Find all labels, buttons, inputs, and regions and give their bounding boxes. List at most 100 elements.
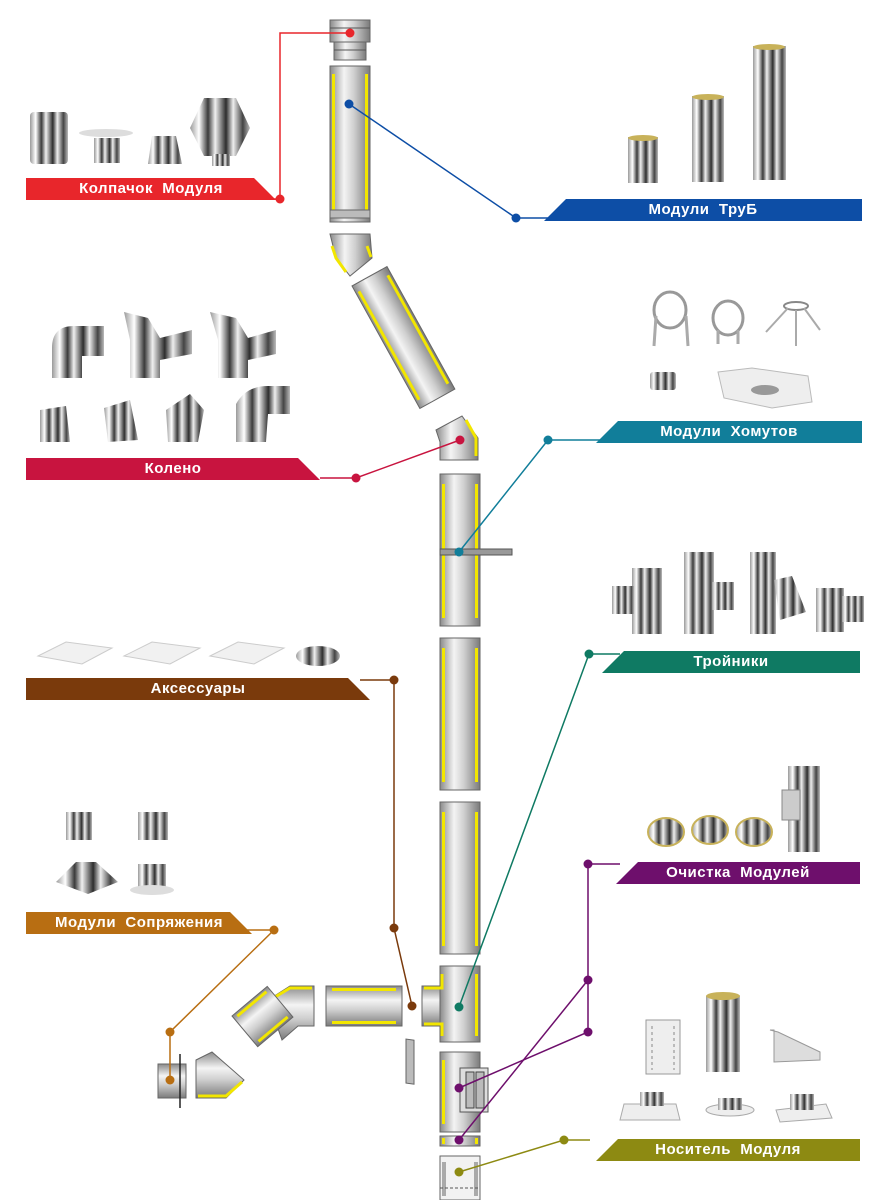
pipe-module-diagonal xyxy=(351,265,456,410)
products-elbow xyxy=(40,312,290,442)
product-thumb xyxy=(124,312,192,378)
products-tees xyxy=(612,552,864,634)
product-thumb xyxy=(619,1092,681,1121)
leader-adapters xyxy=(169,929,276,1080)
products-adapters xyxy=(56,812,174,895)
leader-cleaning xyxy=(458,863,620,1089)
product-thumb xyxy=(750,552,806,634)
banner-cleaning-label: Очистка Модулей xyxy=(666,864,810,881)
banner-accessories: Аксессуары xyxy=(26,678,370,700)
product-thumb xyxy=(210,312,276,378)
leader-dot-cap-label xyxy=(275,194,285,204)
product-thumb xyxy=(753,44,786,180)
banner-clamps: Модули Хомутов xyxy=(596,421,862,443)
banner-adapters: Модули Сопряжения xyxy=(26,912,252,934)
support-module xyxy=(439,1155,481,1200)
product-thumb xyxy=(781,766,820,852)
product-thumb xyxy=(138,812,168,840)
product-thumb xyxy=(104,400,138,442)
product-thumb xyxy=(190,98,250,166)
product-thumb xyxy=(765,301,821,346)
product-thumb xyxy=(691,815,729,845)
product-thumb xyxy=(130,864,174,895)
product-thumb xyxy=(769,1029,821,1063)
banner-elbow-label: Колено xyxy=(144,460,202,477)
tee-module xyxy=(421,965,481,1043)
product-thumb xyxy=(735,817,773,847)
product-thumb xyxy=(236,386,290,442)
product-thumb xyxy=(208,641,286,665)
pipe-module-middle-2 xyxy=(439,801,481,955)
banner-clamps-label: Модули Хомутов xyxy=(660,423,798,440)
product-thumb xyxy=(652,290,690,347)
leader-dot-adapters-label xyxy=(269,925,279,935)
leader-dot-tees-part xyxy=(454,1002,464,1012)
product-thumb xyxy=(647,817,685,847)
products-cap xyxy=(30,98,250,166)
banner-support-label: Носитель Модуля xyxy=(655,1141,801,1158)
products-accessories xyxy=(36,641,340,666)
leader-dot-accessories-part xyxy=(407,1001,417,1011)
product-thumb xyxy=(40,406,70,442)
product-thumb xyxy=(711,299,745,344)
leader-dot-cleaning-mid2 xyxy=(583,1027,593,1037)
banner-support: Носитель Модуля xyxy=(596,1139,860,1161)
banner-tees: Тройники xyxy=(602,651,860,673)
leader-elbow xyxy=(320,439,461,479)
leader-dot-support-label xyxy=(559,1135,569,1145)
leader-dot-tees-label xyxy=(584,649,594,659)
product-thumb xyxy=(148,136,182,164)
product-thumb xyxy=(692,94,724,182)
chimney-column xyxy=(157,19,513,1200)
leader-dot-accessories-mid xyxy=(389,923,399,933)
product-thumb xyxy=(705,1098,755,1117)
banner-pipes: Модули ТруБ xyxy=(544,199,862,221)
leader-dot-cleaning-part2 xyxy=(454,1135,464,1145)
leader-dot-cleaning-part1 xyxy=(454,1083,464,1093)
product-thumb xyxy=(650,372,676,390)
leader-dot-elbow-label xyxy=(351,473,361,483)
banner-tees-label: Тройники xyxy=(693,653,769,670)
leader-accessories xyxy=(360,679,413,1007)
elbow-upper xyxy=(329,233,373,277)
product-thumb xyxy=(684,552,734,634)
leader-tees xyxy=(458,653,620,1008)
banner-accessories-label: Аксессуары xyxy=(150,680,246,697)
leader-dot-elbow-part xyxy=(455,435,465,445)
product-thumb xyxy=(775,1094,833,1123)
products-support xyxy=(619,992,833,1123)
product-thumb xyxy=(36,641,114,665)
product-thumb xyxy=(66,812,92,840)
leader-dot-clamps-label xyxy=(543,435,553,445)
pipe-module-top xyxy=(329,65,371,223)
products-clamps xyxy=(650,290,821,409)
product-thumb xyxy=(296,646,340,666)
leader-dot-cap-part xyxy=(345,28,355,38)
product-thumb xyxy=(122,641,202,665)
chimney-cap xyxy=(329,19,371,61)
product-thumb xyxy=(612,568,662,634)
banner-pipes-label: Модули ТруБ xyxy=(648,201,758,218)
leader-dot-adapters-part xyxy=(165,1075,175,1085)
leader-dot-accessories-label xyxy=(389,675,399,685)
product-thumb xyxy=(628,135,658,183)
leader-dot-support-part xyxy=(454,1167,464,1177)
product-thumb xyxy=(645,1019,681,1075)
leader-lines xyxy=(165,28,620,1177)
leader-dot-pipes-label xyxy=(511,213,521,223)
pipe-module-middle-1 xyxy=(439,637,481,791)
banner-elbow: Колено xyxy=(26,458,320,480)
products-pipes xyxy=(628,44,786,183)
banner-cap: Колпачок Модуля xyxy=(26,178,276,200)
products-cleaning xyxy=(647,766,820,852)
banner-cap-label: Колпачок Модуля xyxy=(79,180,223,197)
leader-dot-cleaning-label xyxy=(583,859,593,869)
product-thumb xyxy=(56,862,118,894)
product-thumb xyxy=(166,394,204,442)
product-thumb xyxy=(816,588,864,632)
banner-cleaning: Очистка Модулей xyxy=(616,862,860,884)
leader-dot-pipes-part xyxy=(344,99,354,109)
pipe-module-with-clamp xyxy=(439,473,513,627)
leader-dot-cleaning-mid1 xyxy=(583,975,593,985)
